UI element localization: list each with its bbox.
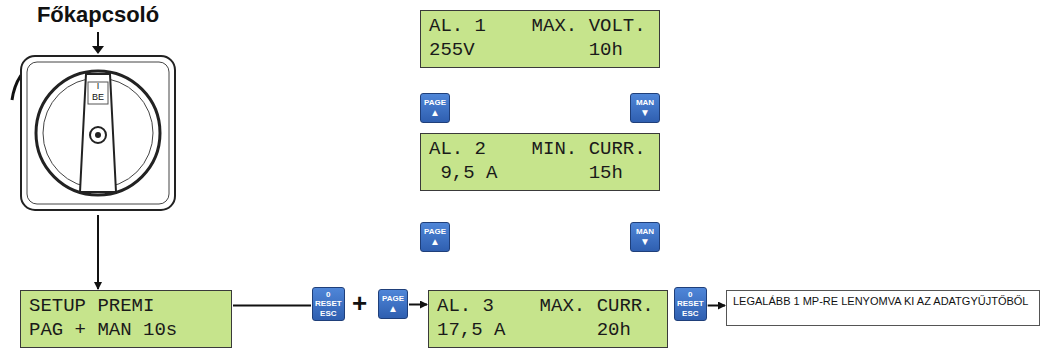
button-label: 0 [326,290,330,299]
display-line: AL. 1 MAX. VOLT. [429,15,651,39]
button-label: PAGE [424,227,446,236]
button-label: ▼ [640,236,650,248]
button-label: MAN [636,227,654,236]
switch-mark: BE [18,92,178,102]
display-line: 255V 10h [429,39,651,63]
display-line: AL. 2 MIN. CURR. [429,138,651,162]
button-label: ▲ [388,303,398,315]
display-line: 9,5 A 15h [429,162,651,186]
button-label: ▼ [640,107,650,119]
main-switch: FőkapcsolóIBE [18,2,178,214]
push-button: MAN▼ [630,93,660,123]
push-button: PAGE▲ [420,222,450,252]
flow-arrow [233,305,311,307]
switch-mark: I [18,81,178,91]
display-line: 17,5 A 20h [437,319,659,343]
push-button: PAGE▲ [420,93,450,123]
display-line: SETUP PREMI [29,295,223,319]
plus-sign: + [352,288,367,319]
flow-arrow [97,215,99,289]
note-box: LEGALÁBB 1 MP-RE LENYOMVA KI AZ ADATGYŰJ… [726,290,1040,326]
push-button: MAN▼ [630,222,660,252]
button-label: ESC [682,309,698,318]
button-label: RESET [315,299,342,308]
button-label: 0 [688,290,692,299]
lcd-display: AL. 2 MIN. CURR. 9,5 A 15h [420,133,660,191]
display-line: PAG + MAN 10s [29,319,223,343]
flow-arrow [409,304,427,306]
reset-button: 0RESETESC [674,287,707,321]
button-label: PAGE [382,294,404,303]
button-label: ESC [320,309,336,318]
reset-button: 0RESETESC [312,287,345,321]
display-line: AL. 3 MAX. CURR. [437,295,659,319]
push-button: PAGE▲ [378,289,408,319]
button-label: ▲ [430,236,440,248]
lcd-display: SETUP PREMIPAG + MAN 10s [20,290,232,348]
button-label: ▲ [430,107,440,119]
lcd-display: AL. 1 MAX. VOLT.255V 10h [420,10,660,68]
switch-drawing [18,2,178,214]
lcd-display: AL. 3 MAX. CURR.17,5 A 20h [428,290,668,348]
switch-title: Főkapcsoló [18,2,178,28]
note-text: LEGALÁBB 1 MP-RE LENYOMVA KI AZ ADATGYŰJ… [733,295,1028,307]
button-label: PAGE [424,98,446,107]
button-label: MAN [636,98,654,107]
button-label: RESET [677,299,704,308]
flow-arrow [708,305,725,307]
